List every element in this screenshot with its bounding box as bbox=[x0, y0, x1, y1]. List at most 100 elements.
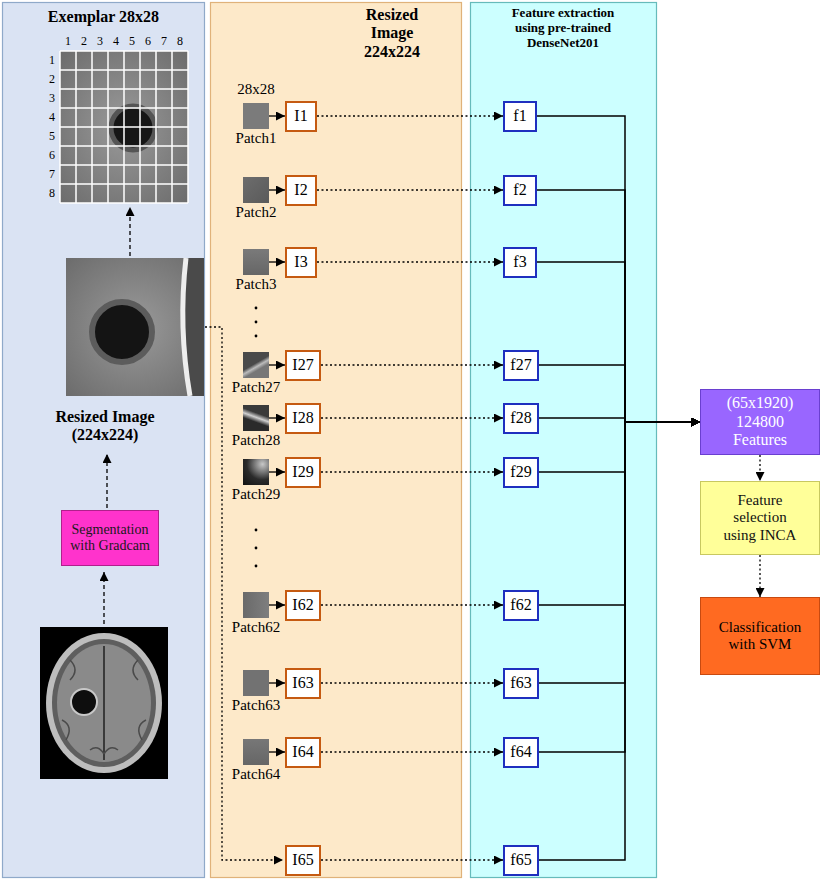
image-caption: Resized Image (224x224) bbox=[40, 408, 170, 445]
box-label: I29 bbox=[292, 463, 313, 481]
grid-column-number: 2 bbox=[81, 35, 87, 49]
image-patch: Patch3 bbox=[243, 249, 269, 275]
dashed-arrow bbox=[103, 572, 104, 624]
segmentation-box: Segmentation with Gradcam bbox=[61, 510, 159, 566]
grid-row-number: 7 bbox=[49, 168, 55, 182]
box-label: f29 bbox=[510, 463, 531, 481]
bright-border bbox=[183, 258, 190, 396]
resized-image-box: I64 bbox=[285, 737, 321, 768]
feature-vector-box: f2 bbox=[503, 175, 537, 206]
resized-image-box: I27 bbox=[285, 350, 321, 381]
feature-extraction-panel: Feature extraction using pre-trained Den… bbox=[470, 2, 657, 878]
grid-row-number: 5 bbox=[49, 130, 55, 144]
feature-vector-box: f65 bbox=[503, 845, 539, 876]
dot bbox=[255, 307, 258, 310]
connector bbox=[269, 682, 285, 683]
box-label: I62 bbox=[292, 596, 313, 614]
mri-scan bbox=[40, 627, 168, 779]
tumor-region bbox=[92, 302, 152, 362]
box-label: f3 bbox=[513, 253, 526, 271]
resized-image bbox=[66, 258, 204, 396]
image-patch: Patch1 bbox=[243, 103, 269, 129]
grid-column-number: 4 bbox=[113, 35, 119, 49]
box-label: f28 bbox=[510, 409, 531, 427]
dot bbox=[255, 529, 258, 532]
box-label: f63 bbox=[510, 674, 531, 692]
dot bbox=[255, 335, 258, 338]
grid-row-number: 2 bbox=[49, 73, 55, 87]
grid-column-number: 8 bbox=[177, 35, 183, 49]
patch-label: Patch27 bbox=[232, 379, 280, 396]
grid-column-number: 5 bbox=[129, 35, 135, 49]
connector bbox=[759, 555, 760, 597]
connector bbox=[269, 604, 285, 605]
connector bbox=[269, 471, 285, 472]
patch-label: Patch63 bbox=[232, 697, 280, 714]
grid-column-number: 3 bbox=[97, 35, 103, 49]
panel-fill bbox=[3, 3, 205, 878]
feature-selection-box: Feature selection using INCA bbox=[700, 481, 820, 555]
dot bbox=[255, 547, 258, 550]
box-label: I3 bbox=[294, 253, 307, 271]
gyri bbox=[62, 660, 146, 754]
patch-label: Patch29 bbox=[232, 486, 280, 503]
connector bbox=[321, 471, 503, 472]
connector bbox=[539, 422, 700, 472]
connector bbox=[321, 364, 503, 365]
feature-vector-box: f29 bbox=[503, 457, 539, 488]
resized-image-box: I1 bbox=[285, 101, 317, 132]
image-patch: Patch29 bbox=[243, 459, 269, 485]
connector bbox=[269, 417, 285, 418]
connector bbox=[317, 261, 503, 262]
connector bbox=[321, 682, 503, 683]
box-label: (65x1920) 124800 Features bbox=[714, 394, 806, 449]
mri-background bbox=[40, 627, 168, 779]
box-label: I2 bbox=[294, 181, 307, 199]
resized-image-box: I62 bbox=[285, 590, 321, 621]
resized-image-background bbox=[66, 258, 204, 396]
connector bbox=[759, 455, 760, 481]
feature-vector-box: f1 bbox=[503, 101, 537, 132]
feature-vector-box: f63 bbox=[503, 668, 539, 699]
grid-column-number: 7 bbox=[161, 35, 167, 49]
image-patch: Patch2 bbox=[243, 177, 269, 203]
resize-panel: Resized Image 224x224Patch1Patch2Patch3P… bbox=[210, 2, 462, 878]
connector bbox=[537, 190, 700, 422]
exemplar-background bbox=[60, 51, 188, 203]
connector bbox=[321, 859, 503, 860]
grid-column-number: 1 bbox=[65, 35, 71, 49]
dot bbox=[255, 321, 258, 324]
box-label: f27 bbox=[510, 356, 531, 374]
resized-image-box: I28 bbox=[285, 403, 321, 434]
connector bbox=[317, 115, 503, 116]
classification-box: Classification with SVM bbox=[700, 597, 820, 675]
patch-label: Patch1 bbox=[236, 130, 277, 147]
brain-tissue bbox=[57, 644, 151, 762]
feature-vector-box: f3 bbox=[503, 247, 537, 278]
panel-heading: Resized Image 224x224 bbox=[358, 6, 426, 61]
image-patch: Patch63 bbox=[243, 670, 269, 696]
connector bbox=[269, 364, 285, 365]
box-label: I27 bbox=[292, 356, 313, 374]
connector bbox=[321, 604, 503, 605]
midline bbox=[103, 646, 105, 760]
dotted-arrow bbox=[205, 327, 283, 860]
patch-label: Patch3 bbox=[236, 276, 277, 293]
connector bbox=[317, 189, 503, 190]
dot bbox=[255, 565, 258, 568]
patch-label: Patch28 bbox=[232, 432, 280, 449]
box-label: I63 bbox=[292, 674, 313, 692]
panel-fill bbox=[211, 3, 462, 878]
resized-image-box: I65 bbox=[285, 845, 321, 876]
connector bbox=[269, 189, 285, 190]
box-label: f65 bbox=[510, 851, 531, 869]
box-label: I64 bbox=[292, 743, 313, 761]
connector bbox=[269, 751, 285, 752]
box-label: f64 bbox=[510, 743, 531, 761]
tumor-region bbox=[111, 106, 155, 150]
brain-outer bbox=[52, 639, 156, 767]
box-label: Feature selection using INCA bbox=[719, 492, 801, 544]
connector bbox=[537, 262, 700, 422]
image-patch: Patch64 bbox=[243, 739, 269, 765]
